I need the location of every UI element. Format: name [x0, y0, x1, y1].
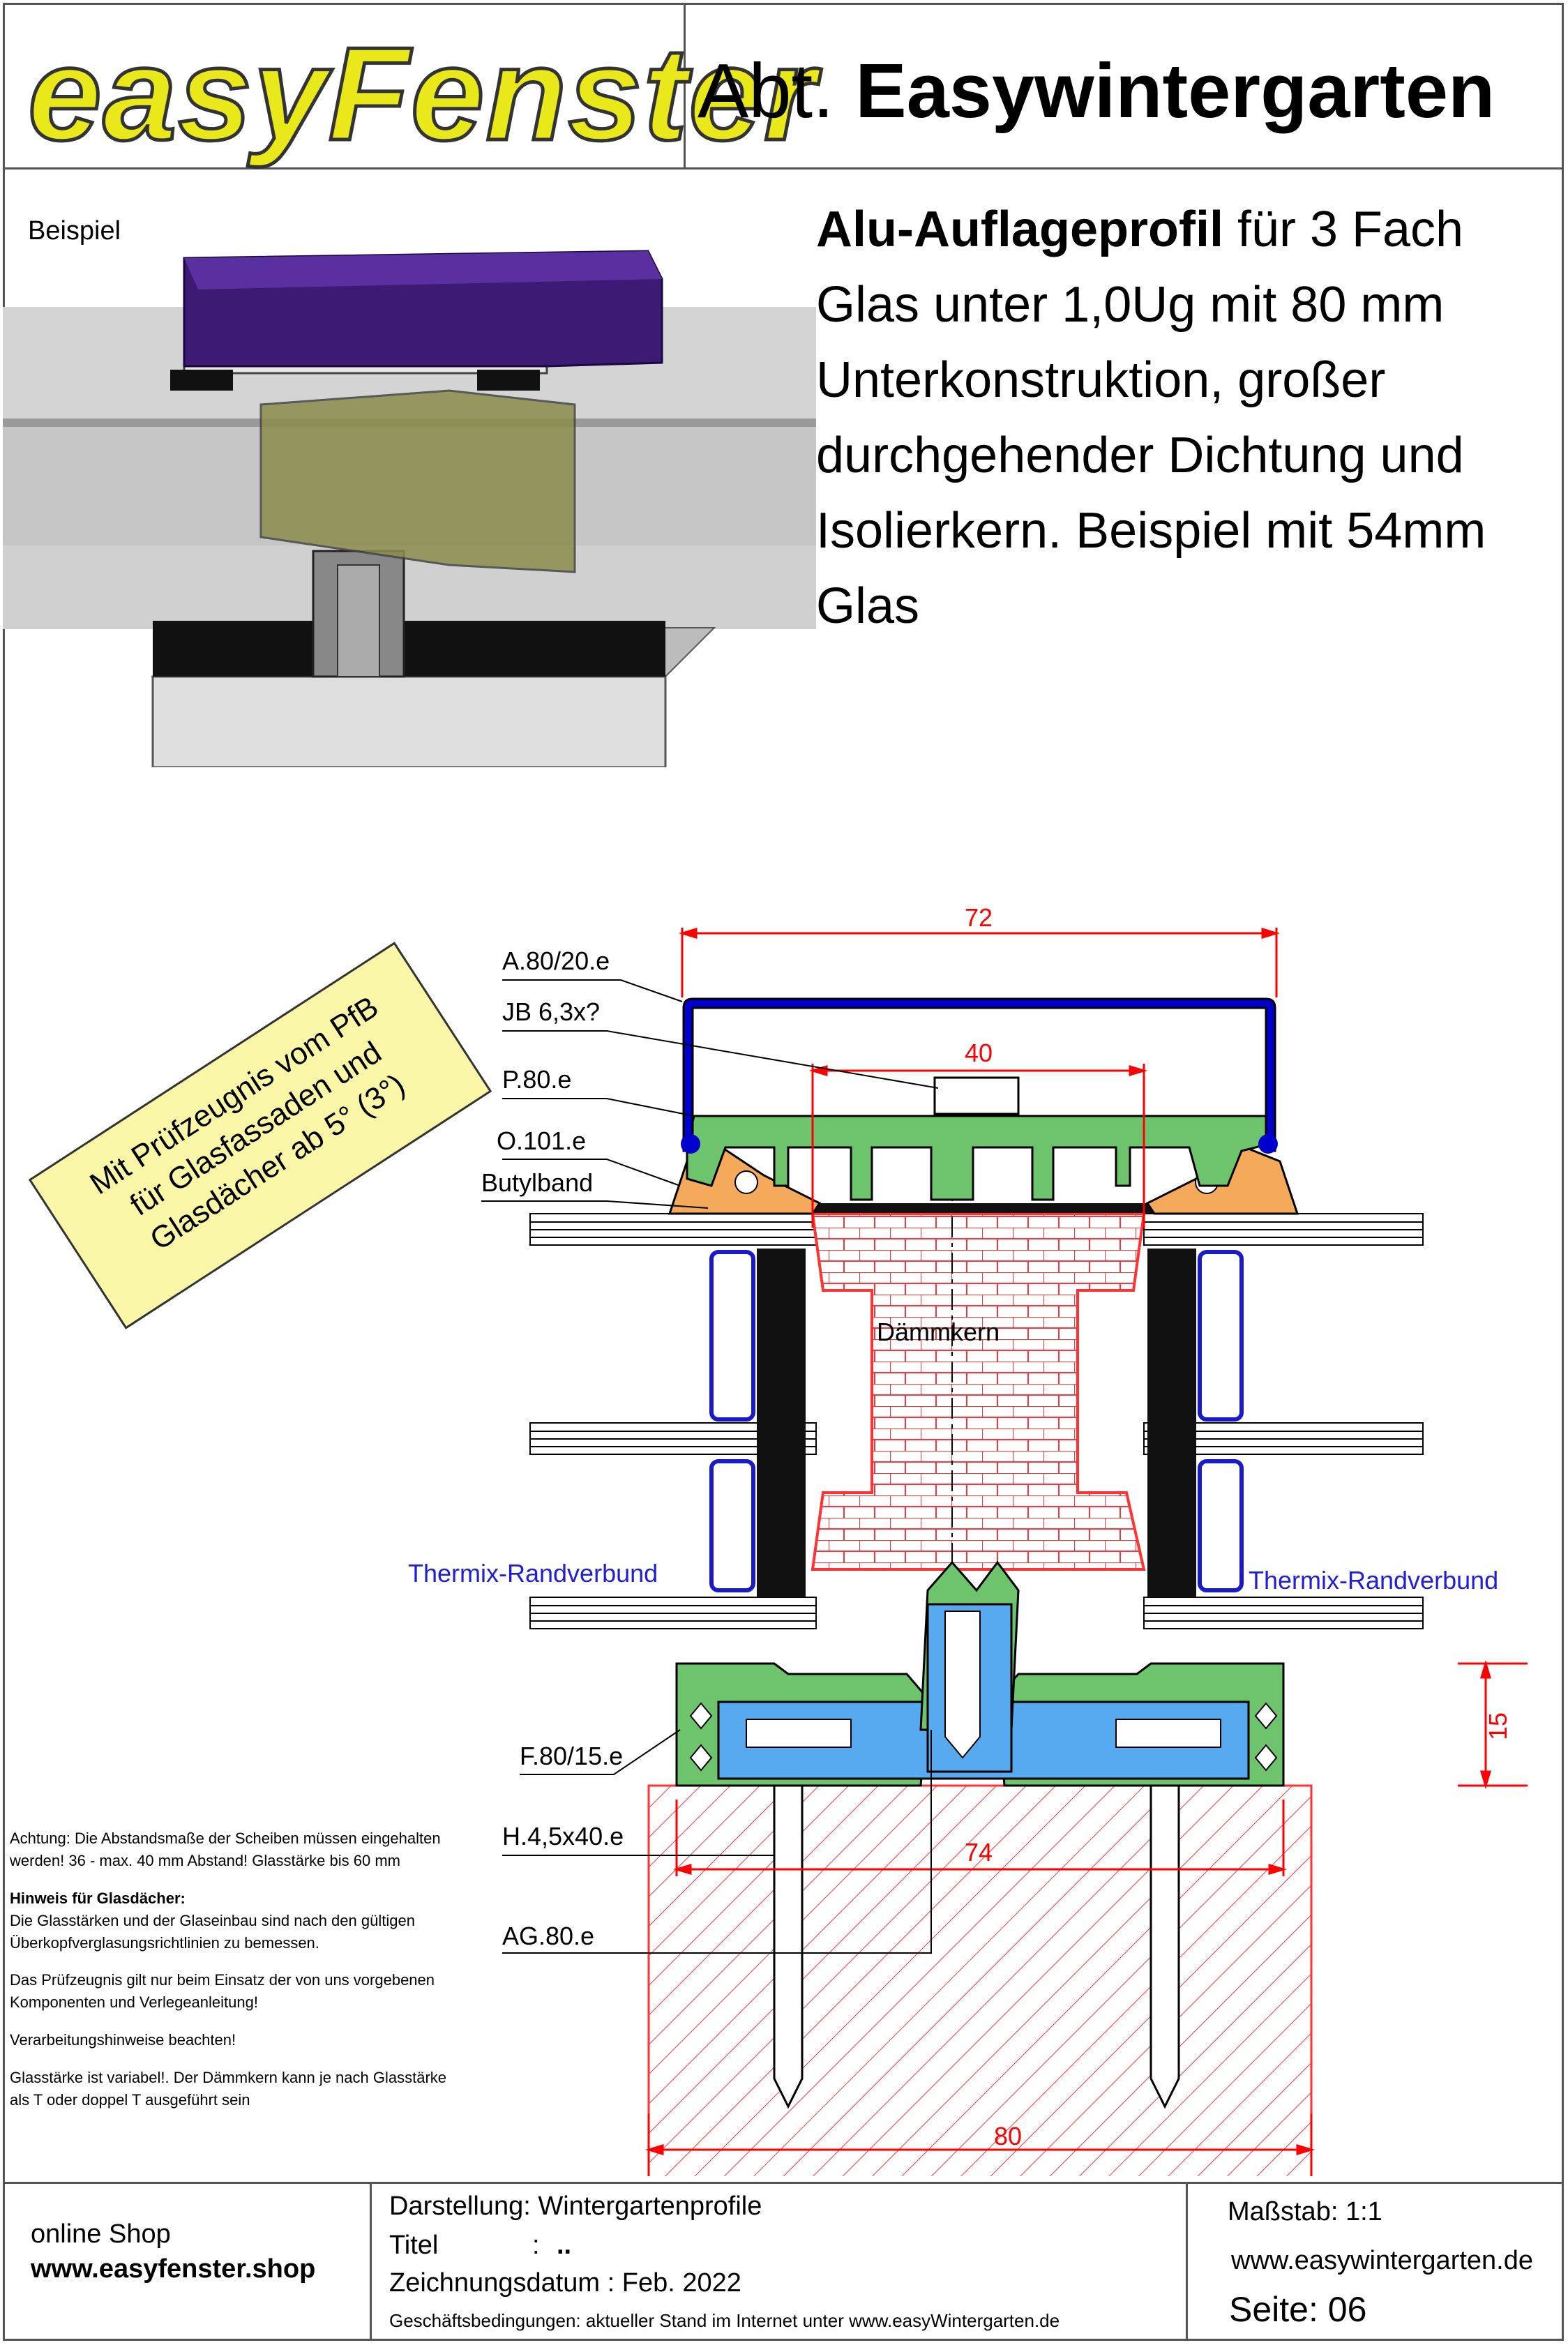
department-title: Abt. Easywintergarten	[698, 49, 1495, 133]
footer-divider-left	[370, 2182, 372, 2341]
example-label: Beispiel	[28, 216, 121, 246]
label-core: Dämmkern	[877, 1318, 1000, 1346]
footer-scale: Maßstab: 1:1	[1228, 2197, 1382, 2226]
label-gasket: O.101.e	[497, 1126, 586, 1155]
leader-lines	[481, 979, 939, 1954]
footer-date: Zeichnungsdatum : Feb. 2022	[389, 2268, 741, 2298]
render-insulation-core	[259, 389, 576, 573]
insulation-core	[811, 1212, 1146, 1571]
footer-titel-label: Titel	[389, 2231, 439, 2260]
footer-shop-url[interactable]: www.easyfenster.shop	[31, 2254, 316, 2284]
label-spacer-left: Thermix-Randverbund	[408, 1559, 658, 1588]
dim-bottom-width: 74	[965, 1838, 993, 1867]
dimension-lines	[644, 927, 1528, 2176]
spacer-left	[709, 1249, 806, 1597]
note-glass: Glasstärke ist variabel!. Der Dämmkern k…	[10, 2069, 447, 2109]
bolt-left	[773, 1784, 804, 2109]
sheet-frame	[3, 3, 1564, 2341]
footer-page: Seite: 06	[1229, 2289, 1366, 2330]
note-processing: Verarbeitungshinweise beachten!	[10, 2031, 236, 2049]
note-roof-heading: Hinweis für Glasdächer:	[10, 1889, 186, 1907]
footer-shop-label: online Shop	[31, 2219, 171, 2249]
note-roof-text: Die Glasstärken und der Glaseinbau sind …	[10, 1911, 415, 1952]
header-divider	[3, 167, 1564, 169]
notes-block: Achtung: Die Abstandsmaße der Scheiben m…	[10, 1827, 470, 2127]
note-certificate: Das Prüfzeugnis gilt nur beim Einsatz de…	[10, 1971, 435, 2012]
render-screw	[337, 564, 380, 677]
footer-page-number: 06	[1327, 2290, 1367, 2329]
footer-page-label: Seite:	[1229, 2290, 1318, 2329]
description-rest: für 3 Fach Glas unter 1,0Ug mit 80 mm Un…	[816, 202, 1486, 634]
note-warning: Achtung: Die Abstandsmaße der Scheiben m…	[10, 1830, 441, 1869]
cover-cap	[681, 997, 1278, 1154]
footer-darstellung: Darstellung: Wintergartenprofile	[389, 2192, 762, 2221]
press-profile	[686, 1115, 1271, 1201]
footer-divider	[3, 2182, 1564, 2184]
brand-logo: easyFenster	[26, 20, 817, 168]
header-vertical-divider	[684, 3, 686, 169]
base-profile	[675, 1560, 1285, 1787]
label-press: P.80.e	[502, 1065, 571, 1094]
department-prefix: Abt.	[698, 48, 834, 134]
footer-titel-value: ..	[557, 2231, 572, 2260]
dim-top-width: 72	[965, 903, 993, 932]
base-beam-hatched	[647, 1784, 1313, 2176]
description-bold: Alu-Auflageprofil	[816, 202, 1223, 257]
profile-description: Alu-Auflageprofil für 3 Fach Glas unter …	[816, 192, 1555, 644]
render-base-beam	[151, 675, 667, 767]
spacer-right	[1147, 1249, 1244, 1597]
bolt-right	[1149, 1784, 1180, 2109]
label-screw: JB 6,3x?	[502, 997, 600, 1026]
glass-left	[529, 1213, 817, 1629]
screw-head	[933, 1076, 1020, 1115]
label-spacer-right: Thermix-Randverbund	[1249, 1566, 1498, 1594]
department-name: Easywintergarten	[855, 48, 1495, 134]
footer-terms: Geschäftsbedingungen: aktueller Stand im…	[389, 2310, 1060, 2331]
footer-titel: Titel : ..	[389, 2231, 571, 2261]
render-cover-top	[184, 251, 662, 289]
render-gasket-right	[477, 370, 540, 391]
label-cover: A.80/20.e	[502, 947, 610, 975]
example-3d-render	[3, 250, 816, 767]
butyl-tape	[704, 1203, 1228, 1213]
label-base-profile: F.80/15.e	[520, 1742, 623, 1770]
footer-titel-sep: :	[532, 2231, 540, 2260]
label-tape: Butylband	[481, 1168, 593, 1197]
render-base-profile	[153, 621, 665, 677]
label-adapter: AG.80.e	[502, 1922, 594, 1950]
cross-section-drawing: 72 40 74 80 15 A.80/20.e JB 6,3x? P.80.e…	[408, 903, 1528, 2176]
dim-base-width: 80	[994, 2122, 1022, 2150]
render-gasket-left	[170, 370, 233, 391]
dim-height: 15	[1484, 1712, 1512, 1740]
label-bolt: H.4,5x40.e	[502, 1822, 624, 1850]
footer-site-url[interactable]: www.easywintergarten.de	[1231, 2246, 1533, 2275]
footer-divider-right	[1186, 2182, 1188, 2341]
dim-inner-width: 40	[965, 1039, 993, 1067]
